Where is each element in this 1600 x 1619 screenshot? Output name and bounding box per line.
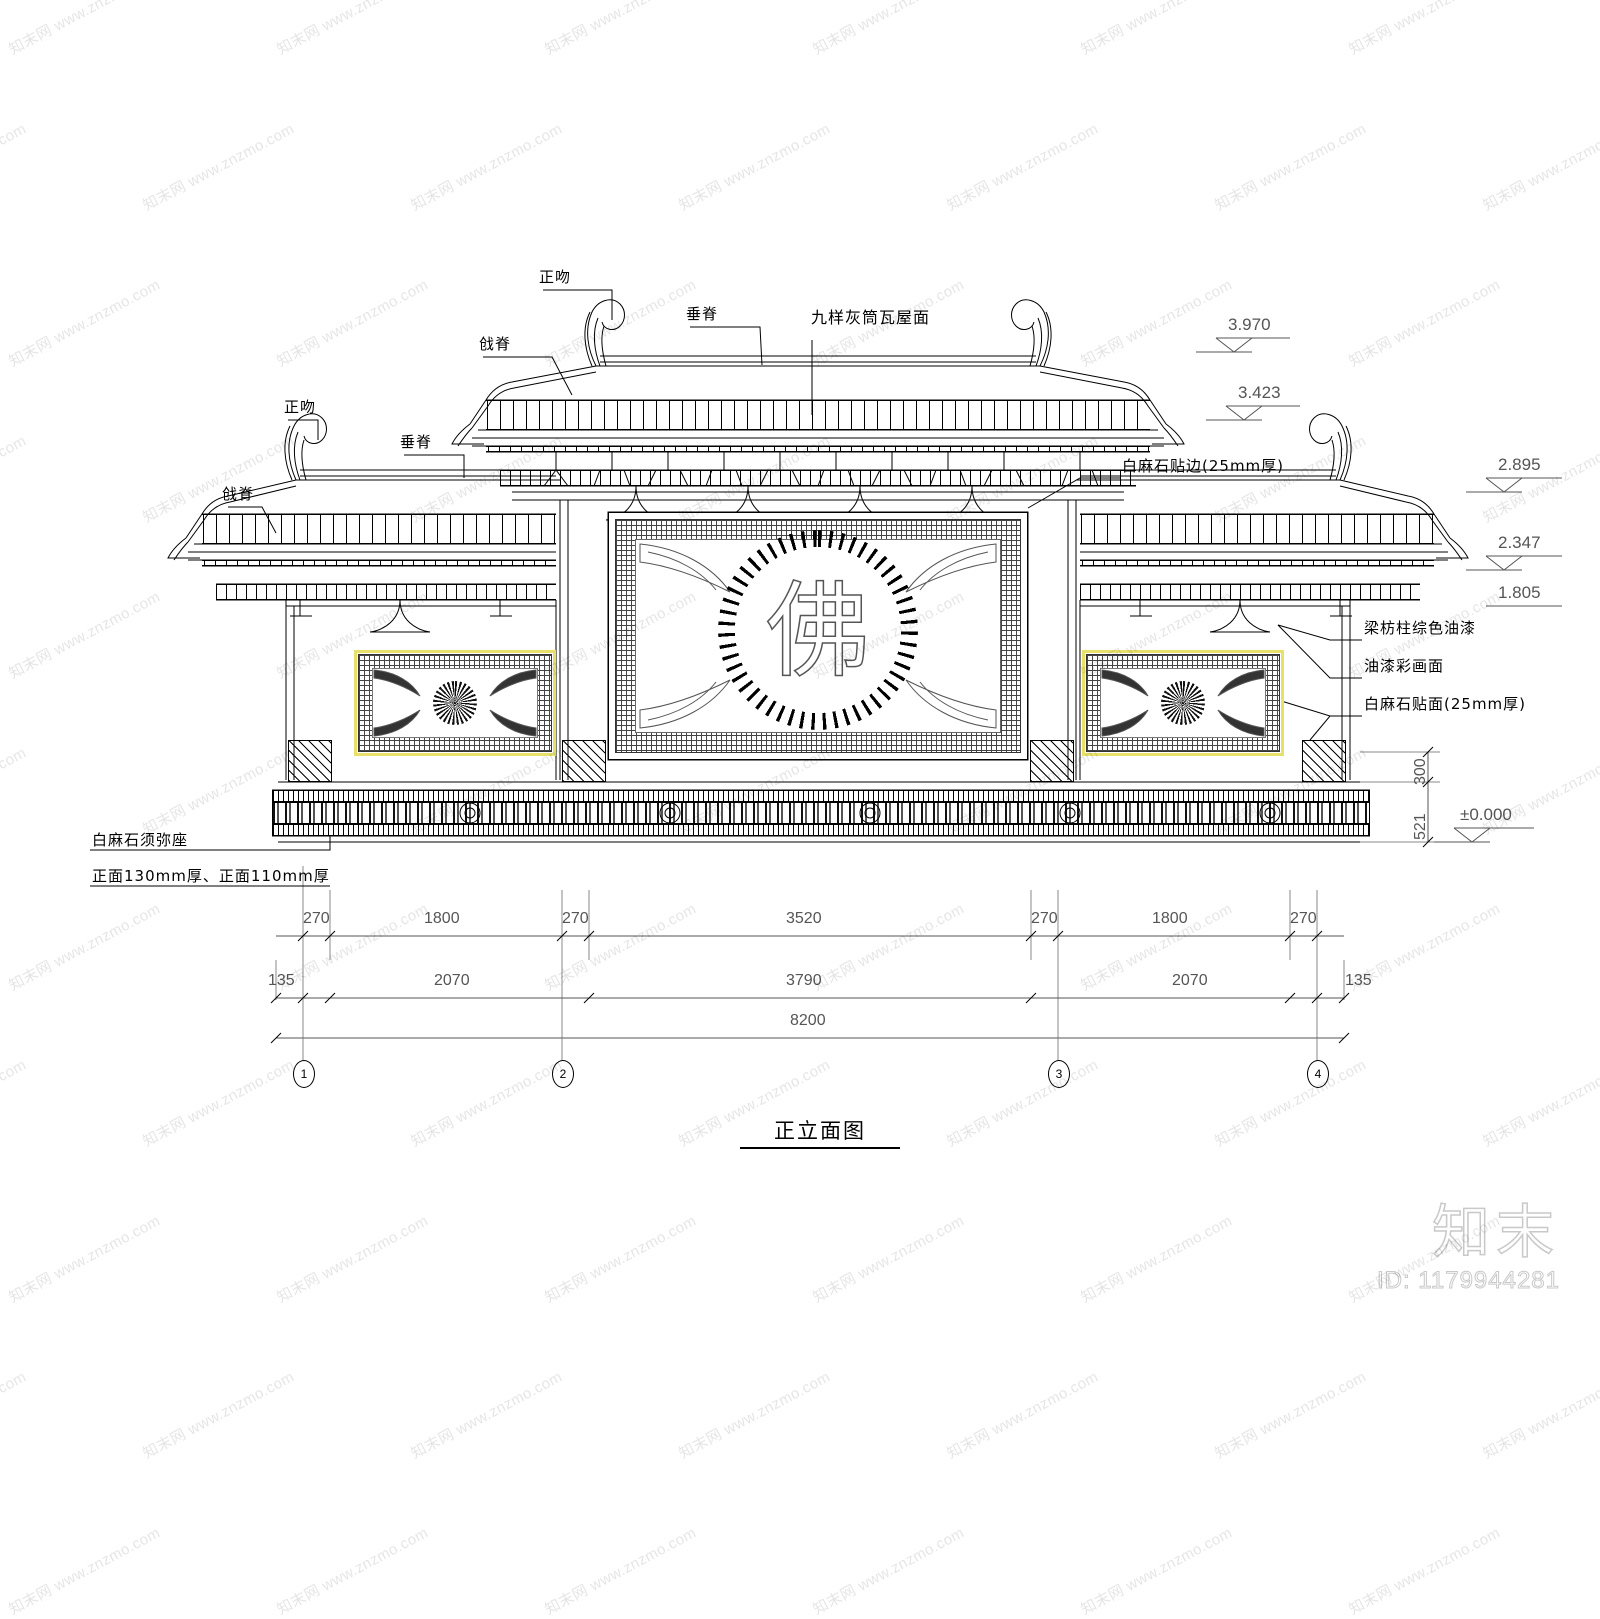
left-roof-eave-row xyxy=(202,560,556,566)
dim-row1-5: 1800 xyxy=(1152,910,1188,927)
left-panel-rosette-fill xyxy=(433,681,477,725)
watermark-tile: 知末网 www.znzmo.com xyxy=(274,1524,432,1619)
watermark-tile: 知末网 www.znzmo.com xyxy=(944,1368,1102,1463)
grid-bubble-2: 2 xyxy=(552,1060,574,1088)
zhengwen-right-ornament xyxy=(1309,413,1352,481)
label-qiangji-left: 戗脊 xyxy=(222,485,255,503)
right-panel-yellow-border xyxy=(1082,650,1284,756)
label-chuiji-center: 垂脊 xyxy=(686,305,719,323)
right-roof-eave-row xyxy=(1080,560,1434,566)
center-roof-tile-row xyxy=(486,400,1150,430)
dim-row1-2: 270 xyxy=(562,910,589,927)
watermark-tile: 知末网 www.znzmo.com xyxy=(676,1368,834,1463)
dim-row2-2: 2070 xyxy=(1172,972,1208,989)
dim-row2-1: 3790 xyxy=(786,972,822,989)
elevation-value-2895: 2.895 xyxy=(1498,455,1541,474)
right-dentil-band xyxy=(1080,584,1420,600)
grid-bubble-3: 3 xyxy=(1048,1060,1070,1088)
left-dentil-band xyxy=(216,584,556,600)
label-stone-base: 白麻石须弥座 xyxy=(92,831,189,849)
site-watermark-logo: 知末 xyxy=(1431,1198,1560,1266)
label-zhengwen-left: 正吻 xyxy=(284,398,317,416)
watermark-tile: 知末网 www.znzmo.com xyxy=(1480,1368,1600,1463)
label-roof-surface: 九样灰筒瓦屋面 xyxy=(811,308,931,327)
dim-row1-1: 1800 xyxy=(424,910,460,927)
zhengwen-center-right-ornament xyxy=(1011,299,1052,367)
dim-row1-4: 270 xyxy=(1031,910,1058,927)
watermark-tile: 知末网 www.znzmo.com xyxy=(1346,1524,1504,1619)
site-watermark-id: ID: 1179944281 xyxy=(1376,1267,1560,1295)
dim-total: 8200 xyxy=(790,1012,826,1029)
elevation-value-2347: 2.347 xyxy=(1498,533,1541,552)
watermark-tile: 知末网 www.znzmo.com xyxy=(140,1368,298,1463)
left-panel-yellow-border xyxy=(354,650,556,756)
pier-block-right-outer xyxy=(1302,740,1346,782)
pier-block-left-outer xyxy=(288,740,332,782)
grid-bubble-1: 1 xyxy=(293,1060,315,1088)
elevation-value-1805: 1.805 xyxy=(1498,583,1541,602)
watermark-tile: 知末网 www.znzmo.com xyxy=(0,1368,30,1462)
drawing-title-underline xyxy=(740,1147,900,1149)
label-qiangji-center: 戗脊 xyxy=(479,335,512,353)
dimension-lines xyxy=(270,866,1350,1060)
label-stone-facing: 白麻石贴面(25mm厚) xyxy=(1364,695,1527,713)
dim-row2-0: 2070 xyxy=(434,972,470,989)
plinth-carved-frieze xyxy=(272,802,1370,824)
bracket-sets xyxy=(290,452,1352,633)
right-panel-corner-ornaments xyxy=(1101,669,1265,737)
plinth-upper-bead-course xyxy=(272,790,1370,802)
center-medallion-petal-ring xyxy=(718,530,918,730)
watermark-tile: 知末网 www.znzmo.com xyxy=(1078,1524,1236,1619)
vertical-dim-300: 300 xyxy=(1412,758,1429,785)
elevation-value-0000: ±0.000 xyxy=(1460,805,1512,824)
center-roof-eave-row xyxy=(486,446,1150,452)
pier-block-right-inner xyxy=(1030,740,1074,782)
right-roof-tile-row xyxy=(1080,514,1434,544)
dim-row2-right-tail: 135 xyxy=(1345,972,1372,989)
watermark-tile: 知末网 www.znzmo.com xyxy=(810,1524,968,1619)
label-color-painting: 油漆彩画面 xyxy=(1364,657,1445,675)
watermark-tile: 知末网 www.znzmo.com xyxy=(6,1524,164,1619)
grid-bubble-4: 4 xyxy=(1307,1060,1329,1088)
dim-row2-left-tail: 135 xyxy=(268,972,295,989)
dim-row1-0: 270 xyxy=(303,910,330,927)
right-panel-rosette-fill xyxy=(1161,681,1205,725)
pier-block-left-inner xyxy=(562,740,606,782)
watermark-tile: 知末网 www.znzmo.com xyxy=(408,1368,566,1463)
drawing-title-text: 正立面图 xyxy=(774,1119,866,1143)
medallion-character: 佛 xyxy=(765,570,871,692)
zhengwen-center-left-ornament xyxy=(584,299,625,367)
vertical-dim-521: 521 xyxy=(1412,813,1429,840)
label-zhengwen-center: 正吻 xyxy=(539,268,572,286)
plinth-lower-bead-course xyxy=(272,824,1370,836)
left-panel-corner-ornaments xyxy=(373,669,537,737)
dim-row1-3: 3520 xyxy=(786,910,822,927)
label-chuiji-left: 垂脊 xyxy=(400,433,433,451)
elevation-value-3970: 3.970 xyxy=(1228,315,1271,334)
zhengwen-left-ornament xyxy=(284,413,327,481)
label-stone-edging: 白麻石贴边(25mm厚) xyxy=(1122,457,1285,475)
site-watermark: 知末 ID: 1179944281 xyxy=(1376,1198,1560,1295)
elevation-value-3423: 3.423 xyxy=(1238,383,1281,402)
watermark-tile: 知末网 www.znzmo.com xyxy=(542,1524,700,1619)
watermark-tile: 知末网 www.znzmo.com xyxy=(1212,1368,1370,1463)
label-stone-base-thickness: 正面130mm厚、正面110mm厚 xyxy=(92,867,330,885)
dim-row1-6: 270 xyxy=(1290,910,1317,927)
label-beam-paint: 梁枋柱综色油漆 xyxy=(1364,619,1477,637)
left-roof-tile-row xyxy=(202,514,556,544)
elevation-marks xyxy=(1196,337,1562,843)
drawing-title: 正立面图 xyxy=(740,1115,900,1149)
plinth-rosettes xyxy=(459,802,1281,824)
